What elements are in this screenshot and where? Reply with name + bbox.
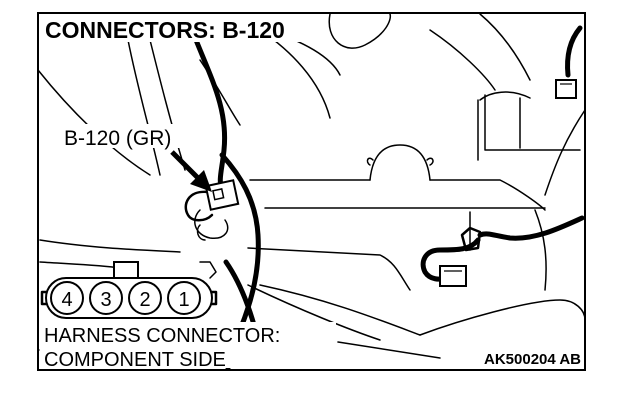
pin-label: 2 [139,289,150,311]
caption-leader-line [337,341,441,359]
upper-right-connector [555,79,577,99]
caption-backing [40,322,336,368]
pin-label: 3 [100,289,111,311]
pin-cavity [89,281,123,315]
pin-label: 1 [178,289,189,311]
callout-backing [62,124,200,148]
b120-connector [204,179,240,211]
pointer-arrow [170,150,212,192]
connector-callout-label: B-120 (GR) [64,127,171,150]
figure-code: AK500204 AB [484,351,581,368]
title-backing [42,16,304,42]
diagram-title: CONNECTORS: B-120 [45,17,285,43]
connector-lock-tab [113,261,139,279]
harness-caption-line2: COMPONENT SIDE [44,349,226,371]
pin-label: 4 [61,289,72,311]
pin-cavity [50,281,84,315]
engine-outline [37,13,586,351]
harness-connector-face: 4 3 2 1 [40,261,218,319]
clip-fitting [460,226,482,252]
pin-cavity [167,281,201,315]
pin-cavity [128,281,162,315]
harness-caption-line1: HARNESS CONNECTOR: [44,325,280,347]
lower-right-connector [439,265,467,287]
